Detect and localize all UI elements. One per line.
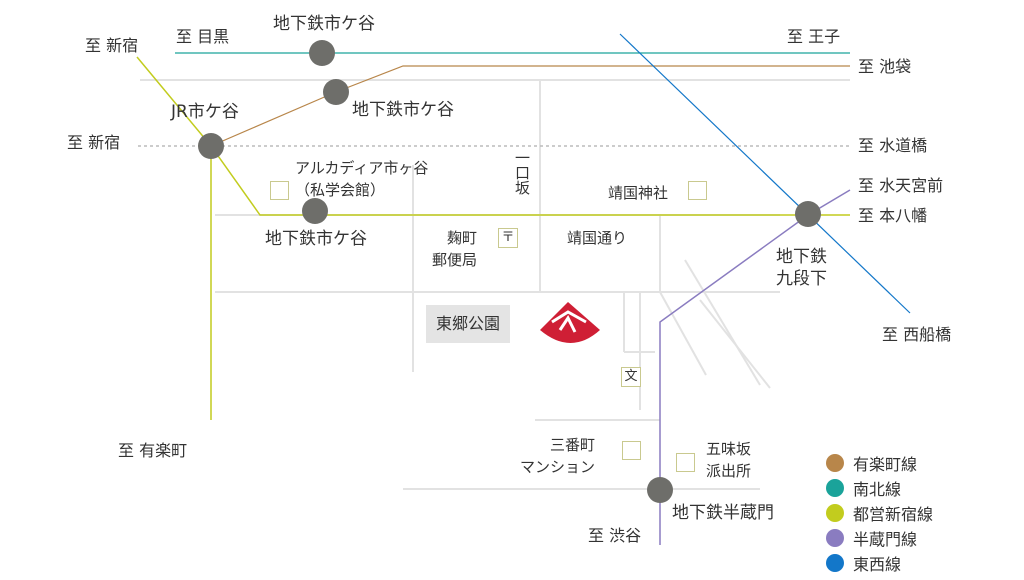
station-ichigaya-mid bbox=[323, 79, 349, 105]
shinjuku-line bbox=[136, 56, 850, 216]
to-yurakucho-label: 至 有楽町 bbox=[118, 441, 188, 460]
to-nishifunabashi-label: 至 西船橋 bbox=[882, 325, 952, 344]
arcadia-marker bbox=[270, 181, 289, 200]
station-ichigaya-low bbox=[302, 198, 328, 224]
logo-stroke bbox=[551, 310, 587, 333]
to-ouji-label: 至 王子 bbox=[787, 27, 841, 46]
yasukuni-shrine-label: 靖国神社 bbox=[608, 184, 669, 202]
station-jr-ichigaya bbox=[198, 133, 224, 159]
legend-item: 有楽町線 bbox=[826, 450, 933, 475]
legend-item: 東西線 bbox=[826, 550, 933, 575]
hitokuchizaka-label: 一口坂 bbox=[513, 150, 531, 195]
legend-dot bbox=[826, 528, 844, 547]
roads bbox=[140, 79, 850, 490]
yasukuni-shrine-marker bbox=[688, 181, 707, 200]
sanbancho-label: 三番町 マンション bbox=[520, 436, 596, 476]
to-shinjuku-top-label: 至 新宿 bbox=[85, 36, 139, 55]
to-shibuya-label: 至 渋谷 bbox=[588, 526, 642, 545]
station-hanzomon bbox=[647, 477, 673, 503]
legend-label: 有楽町線 bbox=[853, 454, 918, 474]
stations bbox=[198, 40, 821, 503]
road-line bbox=[659, 291, 707, 376]
legend-label: 東西線 bbox=[853, 554, 902, 574]
legend-dot bbox=[826, 478, 844, 497]
yurakucho-line bbox=[210, 65, 850, 147]
road-line bbox=[684, 259, 761, 386]
gomizaka-marker bbox=[676, 453, 695, 472]
legend-label: 南北線 bbox=[853, 479, 902, 499]
school-logo bbox=[540, 302, 600, 343]
to-suidobashi-label: 至 水道橋 bbox=[858, 136, 928, 155]
station-kudanshita bbox=[795, 201, 821, 227]
to-shinjuku-left-label: 至 新宿 bbox=[67, 133, 121, 152]
station-jr-ichigaya-label: JR市ケ谷 bbox=[171, 102, 239, 122]
hanzomon-line bbox=[659, 189, 851, 545]
school-icon: 文 bbox=[621, 367, 641, 387]
gomizaka-label: 五味坂 派出所 bbox=[706, 440, 752, 480]
legend-dot bbox=[826, 553, 844, 572]
legend-dot bbox=[826, 503, 844, 522]
arcadia-label: アルカディア市ヶ谷 （私学会館） bbox=[295, 159, 429, 199]
kojimachi-post-label: 麹町 郵便局 bbox=[432, 229, 478, 269]
station-kudanshita-label: 地下鉄 九段下 bbox=[776, 247, 827, 289]
station-hanzomon-label: 地下鉄半蔵門 bbox=[672, 503, 774, 523]
legend-item: 半蔵門線 bbox=[826, 525, 933, 550]
to-motoyawata-label: 至 本八幡 bbox=[858, 206, 928, 225]
legend-label: 都営新宿線 bbox=[853, 504, 934, 524]
legend-label: 半蔵門線 bbox=[853, 529, 918, 549]
tozai-line bbox=[619, 33, 911, 314]
road-line bbox=[699, 299, 771, 389]
legend-item: 南北線 bbox=[826, 475, 933, 500]
togo-park: 東郷公園 bbox=[426, 305, 510, 343]
to-suitengumae-label: 至 水天宮前 bbox=[858, 176, 944, 195]
to-meguro-label: 至 目黒 bbox=[176, 27, 230, 46]
to-ikebukuro-label: 至 池袋 bbox=[858, 57, 912, 76]
sanbancho-marker bbox=[622, 441, 641, 460]
line-legend: 有楽町線南北線都営新宿線半蔵門線東西線 bbox=[826, 450, 933, 575]
station-ichigaya-top-label: 地下鉄市ケ谷 bbox=[273, 14, 375, 34]
legend-item: 都営新宿線 bbox=[826, 500, 933, 525]
post-office-icon: 〒 bbox=[498, 228, 518, 248]
station-ichigaya-low-label: 地下鉄市ケ谷 bbox=[265, 229, 367, 249]
legend-dot bbox=[826, 453, 844, 472]
station-ichigaya-top bbox=[309, 40, 335, 66]
station-ichigaya-mid-label: 地下鉄市ケ谷 bbox=[352, 100, 454, 120]
yasukuni-dori-label: 靖国通り bbox=[567, 229, 628, 247]
